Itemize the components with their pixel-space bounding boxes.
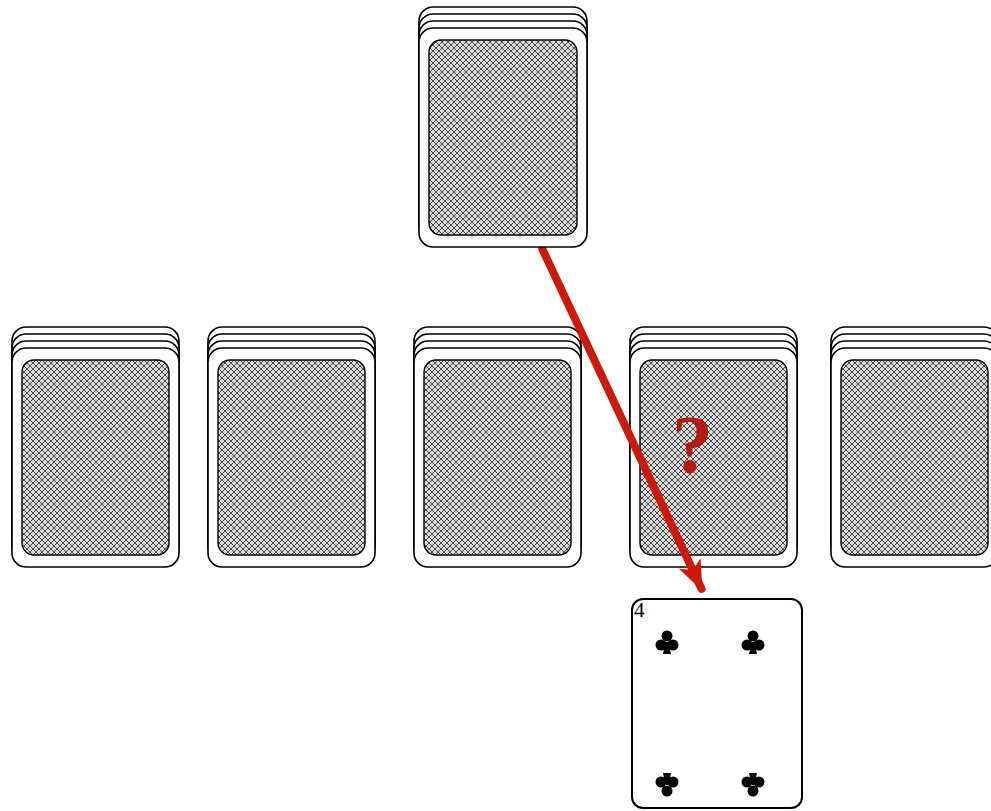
card-stack [414,327,581,567]
card-back [208,348,375,567]
card-back-pattern [424,360,571,555]
card-rank: 4 [634,600,645,621]
card-outline [630,341,797,560]
card-back [414,348,581,567]
draw-pile [418,6,588,249]
club-symbol [742,773,765,797]
card-outline [414,341,581,560]
club-pips [633,600,801,807]
card-back-pattern [218,360,365,555]
card-back-pattern [22,360,169,555]
card-stack [831,327,991,567]
card-back [831,348,991,567]
card-outline [831,341,991,560]
card-back [12,348,179,567]
club-symbol [742,631,765,655]
club-symbol [656,631,679,655]
card-stack [12,327,179,567]
card-back-pattern [640,360,787,555]
deck-outline [418,6,588,249]
card-stack [208,327,375,567]
card-outline [419,21,587,240]
card-stack [630,327,797,567]
playing-card: 4 [631,598,803,809]
card-back-pattern [429,40,577,235]
card-back [419,28,587,247]
card-outline [12,341,179,560]
card-back [630,348,797,567]
card-back-pattern [841,360,988,555]
card-outline [208,341,375,560]
club-symbol [656,773,679,797]
question-mark: ? [672,404,713,486]
